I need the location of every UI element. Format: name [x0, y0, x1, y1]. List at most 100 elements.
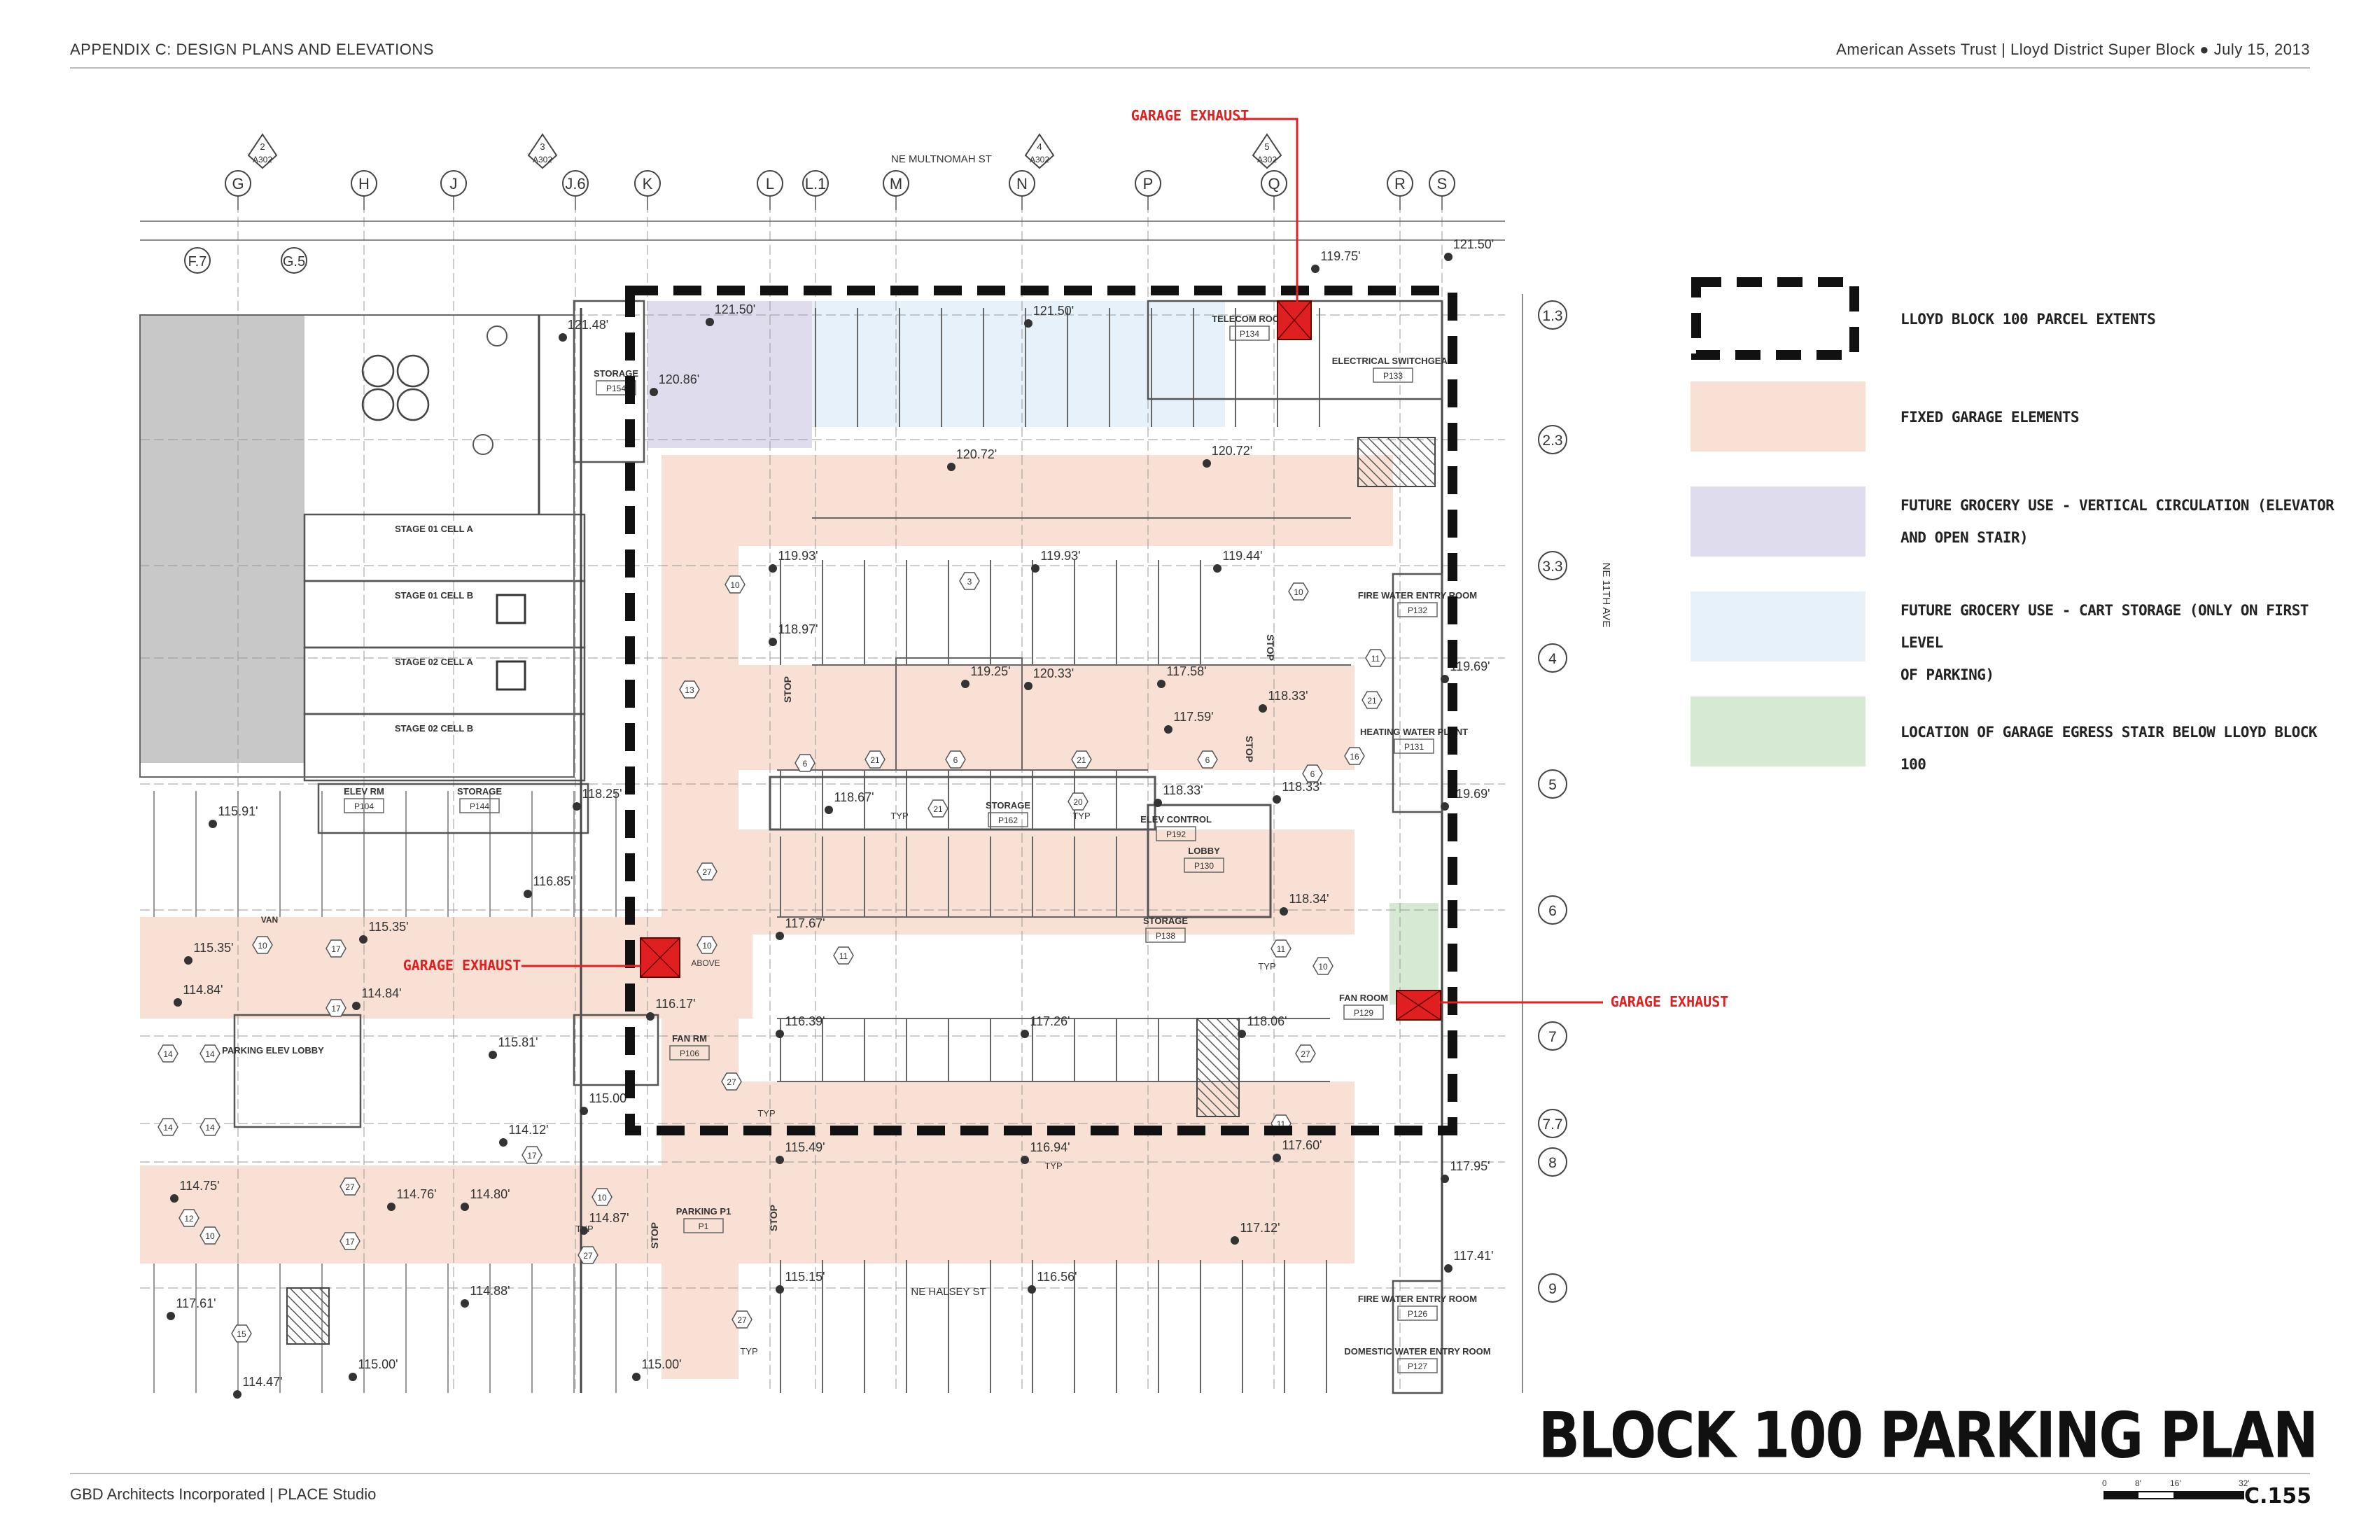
elevation-point: [776, 932, 784, 940]
keynote-hexagon: [522, 1146, 542, 1164]
above-label: ABOVE: [691, 958, 720, 968]
grid-bubble-9: [1538, 1273, 1567, 1303]
grid-bubble-P: [1135, 170, 1161, 197]
section-number: 5: [1264, 141, 1269, 152]
room-number: P192: [1166, 830, 1186, 839]
room-number: P144: [470, 802, 489, 811]
keynote-number: 21: [933, 804, 943, 814]
spot-elevation: 116.94': [1030, 1140, 1070, 1154]
grid-label-F.7: F.7: [188, 254, 207, 270]
hatch-line: [1377, 437, 1427, 487]
keynote-number: 15: [237, 1329, 246, 1339]
elevation-point: [1154, 799, 1162, 807]
keynote-number: 10: [1294, 587, 1303, 597]
keynote-hexagon: [927, 799, 948, 818]
keynote-number: 27: [1301, 1049, 1310, 1059]
section-sheet: A302: [253, 155, 272, 164]
tank-circle: [361, 354, 395, 388]
hatch-line: [1357, 437, 1408, 487]
keynote-hexagon: [833, 946, 854, 965]
keynote-hexagon: [1071, 750, 1092, 769]
elevation-point: [706, 318, 714, 326]
room-number: P129: [1354, 1008, 1373, 1018]
grid-label-5: 5: [1548, 777, 1557, 793]
hatch-line: [286, 1334, 298, 1345]
keynote-hexagon: [1302, 764, 1323, 783]
spot-elevation: 116.17': [655, 997, 695, 1011]
grid-bubble-8: [1538, 1147, 1567, 1177]
hatch-line: [1357, 466, 1378, 487]
zone-layer: [140, 301, 1438, 1379]
grid-bubble-N: [1009, 170, 1035, 197]
room-name: FIRE WATER ENTRY ROOM: [1358, 590, 1477, 601]
elevation-point: [1164, 725, 1172, 734]
section-sheet: A302: [533, 155, 552, 164]
legend-label-line: FIXED GARAGE ELEMENTS: [1900, 409, 2080, 426]
room-number-box: [683, 1218, 724, 1233]
hatch-line: [1196, 1047, 1240, 1091]
spot-elevation: 120.72': [956, 447, 997, 461]
keynote-hexagon: [945, 750, 966, 769]
keynote-number: 14: [205, 1123, 215, 1133]
spot-elevation: 114.84': [361, 986, 401, 1000]
legend-label: FUTURE GROCERY USE - CART STORAGE (ONLY …: [1900, 594, 2334, 691]
legend-swatch: [1690, 592, 1865, 662]
existing-building-zone: [140, 315, 304, 763]
room-name: STORAGE: [1143, 916, 1188, 926]
existing-building-outline: [139, 314, 575, 778]
keynote-number: 17: [331, 1004, 341, 1014]
room-name: FAN RM: [672, 1033, 707, 1044]
grid-label-R: R: [1394, 175, 1406, 192]
legend-label: LLOYD BLOCK 100 PARCEL EXTENTS: [1900, 303, 2156, 335]
keynote-hexagon: [724, 575, 746, 594]
legend-label-line: AND OPEN STAIR): [1900, 529, 2029, 546]
room-number: P130: [1194, 861, 1214, 871]
keynote-number: 11: [1371, 654, 1380, 664]
room-number-box: [1156, 826, 1196, 841]
room-number: P154: [606, 384, 626, 393]
elevation-point: [1444, 1264, 1452, 1273]
spot-elevation: 117.61': [176, 1296, 216, 1310]
elevation-point: [349, 1373, 357, 1381]
elevation-point: [461, 1299, 469, 1308]
section-sheet: A302: [1030, 155, 1049, 164]
room-number-box: [1145, 927, 1186, 943]
elevation-point: [1203, 459, 1211, 468]
fixed-garage-zone: [140, 1166, 1354, 1264]
keynote-number: 10: [597, 1193, 607, 1203]
grid-bubble-K: [634, 170, 661, 197]
legend-label-line: FUTURE GROCERY USE - CART STORAGE (ONLY …: [1900, 602, 2309, 651]
grid-bubble-F.7: [184, 247, 211, 274]
spot-elevation: 121.48': [568, 318, 609, 332]
room-name: ELEV RM: [344, 786, 384, 797]
keynote-hexagon: [326, 999, 346, 1017]
room-number: P131: [1404, 742, 1424, 752]
keynote-number: 14: [205, 1049, 215, 1059]
room-name: ELEV CONTROL: [1140, 814, 1212, 825]
typ-label: TYP: [1072, 811, 1090, 821]
stop-label: STOP: [1244, 736, 1255, 762]
hatch-line: [1416, 437, 1436, 456]
legend-label-line: LOCATION OF GARAGE EGRESS STAIR BELOW LL…: [1900, 724, 2318, 773]
room-name: STAGE 02 CELL B: [395, 723, 473, 734]
grid-bubble-H: [351, 170, 377, 197]
keynote-hexagon: [1365, 649, 1386, 667]
parking-elev-lobby: [233, 1014, 362, 1128]
parcel-extents: [625, 286, 1457, 1135]
section-number: 4: [1037, 141, 1042, 152]
header-appendix: APPENDIX C: DESIGN PLANS AND ELEVATIONS: [70, 41, 434, 58]
keynote-number: 21: [870, 755, 880, 765]
spot-elevation: 118.33': [1163, 783, 1203, 797]
elevation-point: [646, 1012, 654, 1021]
room-name: PARKING ELEV LOBBY: [222, 1045, 324, 1056]
room-number: P1: [699, 1222, 709, 1231]
column-circle: [472, 434, 493, 455]
keynote-number: 6: [803, 759, 808, 769]
grid-bubble-4: [1538, 643, 1567, 673]
elevation-point: [632, 1373, 640, 1381]
keynote-number: 11: [1277, 944, 1286, 954]
room-number-box: [1397, 1358, 1438, 1373]
legend-label-line: OF PARKING): [1900, 666, 1994, 683]
hatch-line: [1226, 1018, 1240, 1032]
